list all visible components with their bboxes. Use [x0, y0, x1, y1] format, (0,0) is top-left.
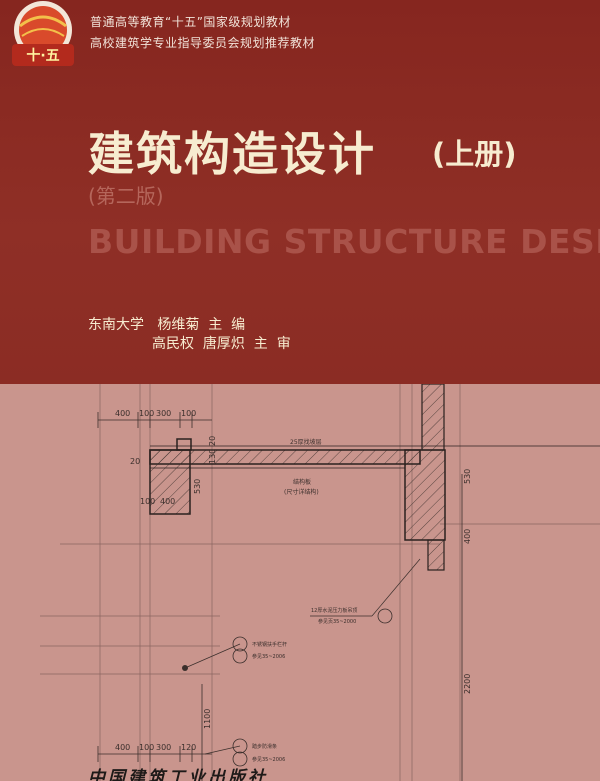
volume-label: (上册)	[432, 137, 517, 171]
dim-label: 2200	[463, 674, 472, 694]
cover-top-band: 十·五 普通高等教育“十五”国家级规划教材 高校建筑学专业指导委员会规划推荐教材…	[0, 0, 600, 384]
dim-label: 100	[181, 409, 196, 418]
dim-label: 400	[115, 409, 130, 418]
english-title: BUILDING STRUCTURE DESIGN	[88, 222, 600, 261]
dim-label: 300	[156, 743, 171, 752]
series-line-2: 高校建筑学专业指导委员会规划推荐教材	[90, 36, 316, 50]
dim-label: 20	[130, 457, 140, 466]
dim-label: 130	[208, 449, 217, 464]
dim-label: 100	[140, 497, 155, 506]
callout-step: 踏步防滑条 参见35~2006	[204, 738, 285, 767]
dim-label: 400	[463, 529, 472, 544]
book-title: 建筑构造设计	[88, 127, 376, 181]
ledge-label: 25厚找坡层	[290, 438, 322, 446]
dim-label: 100	[139, 409, 154, 418]
dim-label: 400	[160, 497, 175, 506]
structure-label: 结构板	[293, 478, 311, 486]
construction-drawing: 400 100 300 100 25厚找坡层 结构板 (尺寸详结构) 20 10…	[40, 384, 600, 781]
dim-label: 530	[193, 479, 202, 494]
slab-section	[149, 384, 600, 571]
edition-label: (第二版)	[88, 184, 164, 208]
callout-text: 不锈钢扶手栏杆	[252, 641, 287, 648]
dim-label: 120	[181, 743, 196, 752]
logo-text: 十·五	[26, 47, 59, 64]
dim-label: 530	[463, 469, 472, 484]
bottom-dimension-row: 400 100 300 120	[97, 743, 212, 762]
structure-note-label: (尺寸详结构)	[284, 488, 319, 496]
reviewer-line: 高民权 唐厚炽 主 审	[152, 336, 291, 352]
dim-label: 1100	[203, 709, 212, 729]
top-band-shade	[0, 0, 600, 384]
five-year-plan-logo-icon: 十·五	[12, 1, 74, 66]
dim-label: 20	[208, 436, 217, 446]
callout-ref: 参见35~2006	[252, 756, 285, 763]
dim-label: 100	[139, 743, 154, 752]
callout-handrail: 不锈钢扶手栏杆 参见35~2006	[182, 636, 287, 671]
dim-label: 300	[156, 409, 171, 418]
callout-ref: 参见35~2006	[252, 653, 285, 660]
publisher-name: 中国建筑工业出版社	[88, 768, 268, 781]
top-dimension-row: 400 100 300 100	[97, 409, 212, 428]
callout-text: 踏步防滑条	[252, 743, 277, 750]
series-line-1: 普通高等教育“十五”国家级规划教材	[90, 15, 291, 29]
callout-text: 12厚水泥压力板吊顶	[311, 607, 357, 614]
dim-label: 400	[115, 743, 130, 752]
author-line: 东南大学 杨维菊 主 编	[88, 317, 246, 333]
callout-ref: 参见页35~2000	[318, 618, 356, 625]
callout-ceiling: 12厚水泥压力板吊顶 参见页35~2000	[310, 558, 421, 625]
